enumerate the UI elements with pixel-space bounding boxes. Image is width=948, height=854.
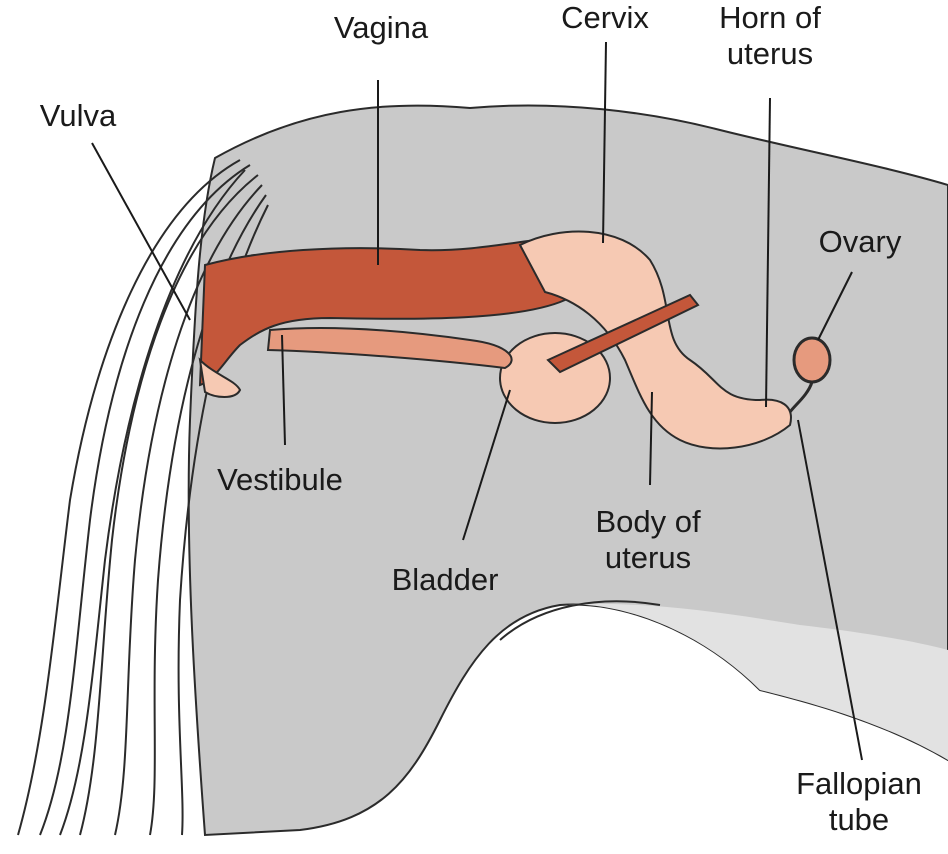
label-body-line1: Body of <box>568 504 728 540</box>
label-horn-line1: Horn of <box>695 0 845 36</box>
label-cervix: Cervix <box>540 0 670 36</box>
label-ovary: Ovary <box>800 224 920 260</box>
label-bladder: Bladder <box>370 562 520 598</box>
ovary-organ <box>794 338 830 382</box>
label-vagina: Vagina <box>306 10 456 46</box>
label-vulva: Vulva <box>18 98 138 134</box>
label-horn-line2: uterus <box>695 36 845 72</box>
label-fallopian-line1: Fallopian <box>770 766 948 802</box>
label-horn-of-uterus: Horn of uterus <box>695 0 845 72</box>
label-body-line2: uterus <box>568 540 728 576</box>
label-fallopian-tube: Fallopian tube <box>770 766 948 838</box>
label-body-of-uterus: Body of uterus <box>568 504 728 576</box>
label-vestibule: Vestibule <box>190 462 370 498</box>
label-fallopian-line2: tube <box>770 802 948 838</box>
